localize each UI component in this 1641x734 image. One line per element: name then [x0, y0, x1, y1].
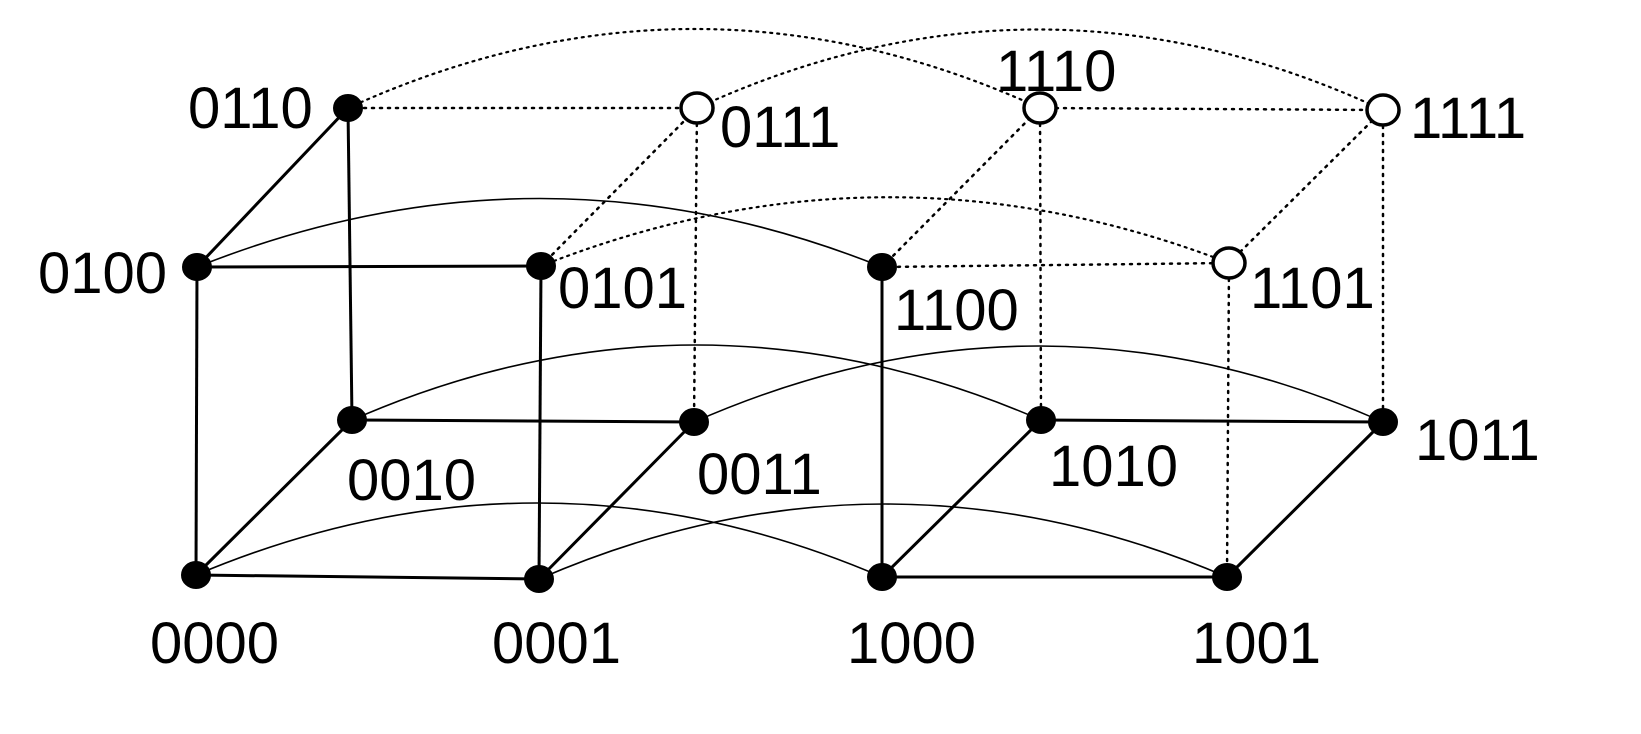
node-1010: [1026, 406, 1056, 434]
node-1011: [1368, 408, 1398, 436]
label-1001: 1001: [1192, 611, 1321, 676]
label-1011: 1011: [1415, 408, 1540, 473]
node-0100: [182, 253, 212, 281]
nodes: [181, 91, 1401, 593]
node-0110: [333, 94, 363, 122]
edge-0010-0011: [351, 418, 695, 424]
label-1111: 1111: [1410, 86, 1526, 151]
node-1111: [1365, 93, 1401, 127]
edge-0000-0100: [194, 266, 199, 576]
edge-0001-0011: [537, 420, 696, 581]
node-0111: [679, 91, 715, 125]
edge-1110-1010: [1038, 106, 1043, 422]
node-0011: [679, 408, 709, 436]
arc-0101-1101: [539, 196, 1231, 268]
solid-edges: [194, 106, 1385, 581]
edge-0111-0011: [692, 106, 699, 424]
node-1100: [867, 253, 897, 281]
arc-0111-1111: [695, 28, 1385, 112]
label-1000: 1000: [847, 611, 976, 676]
edge-1001-1011: [1225, 420, 1385, 579]
edge-0101-0111: [539, 106, 699, 268]
label-1100: 1100: [894, 278, 1019, 343]
node-0101: [526, 252, 556, 280]
node-1101: [1211, 246, 1247, 280]
edge-1100-1110: [880, 106, 1042, 269]
arc-0110-1110: [346, 27, 1042, 110]
node-1001: [1212, 563, 1242, 591]
label-1010: 1010: [1049, 434, 1178, 499]
edge-0001-0101: [537, 265, 543, 580]
edge-0000-0001: [195, 573, 540, 581]
label-0010: 0010: [347, 448, 476, 513]
label-1101: 1101: [1250, 256, 1375, 321]
edge-1000-1010: [880, 418, 1043, 579]
edge-1101-1111: [1227, 108, 1385, 265]
label-0101: 0101: [558, 256, 687, 321]
label-0001: 0001: [492, 611, 621, 676]
node-1110: [1022, 91, 1058, 125]
label-0000: 0000: [150, 611, 279, 676]
arc-0100-1100: [196, 197, 883, 268]
node-labels: 0000 0001 1000 1001 0010 0011 1010 1011 …: [38, 39, 1540, 676]
edge-0110-0010: [346, 107, 354, 421]
label-0100: 0100: [38, 241, 167, 306]
node-0001: [524, 565, 554, 593]
edge-1110-1111: [1038, 106, 1385, 112]
label-0111: 0111: [720, 95, 840, 160]
edge-0100-0101: [196, 264, 542, 269]
arc-0011-1011: [693, 345, 1384, 423]
arc-0010-1010: [351, 344, 1042, 421]
label-1110: 1110: [996, 39, 1116, 104]
label-0011: 0011: [697, 442, 822, 507]
edge-1010-1011: [1040, 418, 1384, 424]
edge-0100-0110: [195, 106, 350, 269]
dotted-edges: [346, 106, 1385, 579]
node-0010: [337, 406, 367, 434]
label-0110: 0110: [188, 76, 313, 141]
node-0000: [181, 561, 211, 589]
edge-0000-0010: [194, 418, 354, 577]
edge-1100-1101: [880, 261, 1231, 269]
node-1000: [867, 563, 897, 591]
